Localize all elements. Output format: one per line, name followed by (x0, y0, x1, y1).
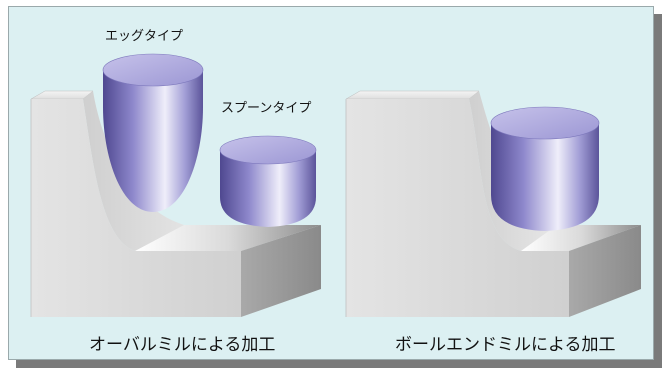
spoon-type-tool (219, 135, 317, 227)
workpiece-left (30, 90, 321, 317)
machining-illustration (30, 53, 641, 317)
caption-ball-end-mill: ボールエンドミルによる加工 (395, 335, 616, 355)
egg-type-label: エッグタイプ (105, 29, 184, 44)
illustration-panel: エッグタイプ スプーンタイプ オーバルミルによる加工 ボールエンドミルによる加工 (8, 6, 654, 360)
ball-end-mill-tool (490, 106, 600, 231)
caption-oval-mill: オーバルミルによる加工 (89, 335, 276, 355)
spoon-type-label: スプーンタイプ (221, 101, 312, 116)
egg-type-tool (102, 53, 204, 212)
